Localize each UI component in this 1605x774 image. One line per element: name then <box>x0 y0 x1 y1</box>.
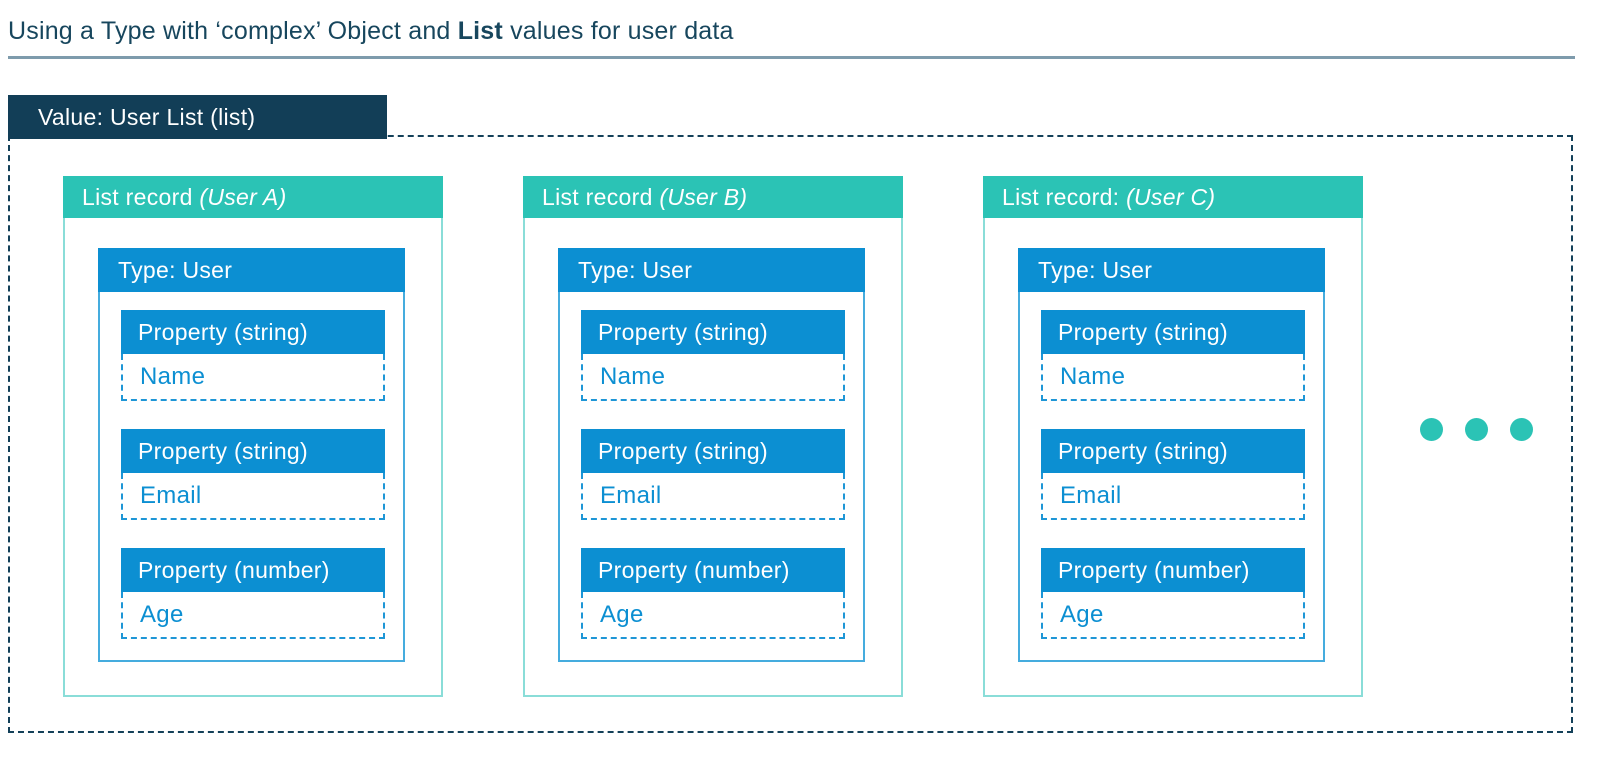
list-record-header-text: List record: <box>1002 183 1127 210</box>
type-body: Property (string) Name Property (string)… <box>1018 292 1325 662</box>
property-header: Property (string) <box>121 310 385 354</box>
type-box: Type: User Property (string) Name Proper… <box>98 248 405 662</box>
page-title-suffix: values for user data <box>502 17 734 45</box>
property-value: Age <box>1041 592 1305 639</box>
type-box: Type: User Property (string) Name Proper… <box>558 248 865 662</box>
property-group: Property (string) Name <box>581 310 845 401</box>
property-value: Email <box>581 473 845 520</box>
list-record-card-c: List record: (User C) Type: User Propert… <box>983 176 1363 697</box>
property-value: Name <box>121 354 385 401</box>
property-value-label: Email <box>140 481 202 509</box>
list-record-body: Type: User Property (string) Name Proper… <box>63 218 443 697</box>
property-value: Name <box>581 354 845 401</box>
list-record-body: Type: User Property (string) Name Proper… <box>523 218 903 697</box>
property-header-label: Property (number) <box>1058 556 1250 583</box>
ellipsis-dot <box>1420 418 1443 441</box>
list-record-card-b: List record (User B) Type: User Property… <box>523 176 903 697</box>
property-header-label: Property (string) <box>598 318 768 345</box>
property-group: Property (number) Age <box>1041 548 1305 639</box>
property-value: Email <box>121 473 385 520</box>
property-header: Property (string) <box>581 310 845 354</box>
list-record-header-annotation: (User C) <box>1126 183 1216 210</box>
property-value-label: Email <box>600 481 662 509</box>
list-record-card-a: List record (User A) Type: User Property… <box>63 176 443 697</box>
list-record-header-text: List record <box>542 183 660 210</box>
property-header-label: Property (string) <box>1058 318 1228 345</box>
type-header-label: Type: User <box>118 256 233 283</box>
property-group: Property (string) Email <box>121 429 385 520</box>
list-record-body: Type: User Property (string) Name Proper… <box>983 218 1363 697</box>
property-header: Property (string) <box>121 429 385 473</box>
list-record-header: List record: (User C) <box>983 176 1363 218</box>
user-list-container: List record (User A) Type: User Property… <box>8 135 1573 733</box>
property-value-label: Name <box>1060 362 1126 390</box>
property-header: Property (string) <box>1041 429 1305 473</box>
property-group: Property (number) Age <box>121 548 385 639</box>
ellipsis-dot <box>1510 418 1533 441</box>
property-group: Property (string) Email <box>581 429 845 520</box>
property-value: Age <box>121 592 385 639</box>
property-header: Property (string) <box>1041 310 1305 354</box>
page-title-prefix: Using a Type with ‘complex’ Object and <box>8 17 458 45</box>
property-header: Property (string) <box>581 429 845 473</box>
property-header-label: Property (string) <box>138 437 308 464</box>
property-value-label: Email <box>1060 481 1122 509</box>
property-header: Property (number) <box>121 548 385 592</box>
property-value-label: Age <box>1060 600 1104 628</box>
list-record-header-text: List record <box>82 183 200 210</box>
type-header-label: Type: User <box>1038 256 1153 283</box>
type-header: Type: User <box>558 248 865 292</box>
ellipsis-dot <box>1465 418 1488 441</box>
property-value-label: Age <box>140 600 184 628</box>
property-header-label: Property (string) <box>138 318 308 345</box>
property-value-label: Age <box>600 600 644 628</box>
property-value: Age <box>581 592 845 639</box>
property-group: Property (string) Name <box>1041 310 1305 401</box>
type-box: Type: User Property (string) Name Proper… <box>1018 248 1325 662</box>
property-value-label: Name <box>140 362 206 390</box>
property-header-label: Property (number) <box>138 556 330 583</box>
property-header: Property (number) <box>581 548 845 592</box>
list-record-header: List record (User B) <box>523 176 903 218</box>
list-record-header-annotation: (User A) <box>199 183 287 210</box>
property-group: Property (string) Name <box>121 310 385 401</box>
property-value: Name <box>1041 354 1305 401</box>
property-header: Property (number) <box>1041 548 1305 592</box>
value-list-tab: Value: User List (list) <box>8 95 387 139</box>
more-records-ellipsis <box>1420 418 1533 441</box>
type-header-label: Type: User <box>578 256 693 283</box>
property-header-label: Property (number) <box>598 556 790 583</box>
property-group: Property (string) Email <box>1041 429 1305 520</box>
list-record-header-annotation: (User B) <box>659 183 748 210</box>
type-body: Property (string) Name Property (string)… <box>98 292 405 662</box>
property-group: Property (number) Age <box>581 548 845 639</box>
property-header-label: Property (string) <box>1058 437 1228 464</box>
value-list-tab-label: Value: User List (list) <box>38 103 256 130</box>
page-title-bold-word: List <box>457 17 503 45</box>
page-title: Using a Type with ‘complex’ Object and L… <box>8 16 1575 59</box>
type-body: Property (string) Name Property (string)… <box>558 292 865 662</box>
property-value: Email <box>1041 473 1305 520</box>
property-value-label: Name <box>600 362 666 390</box>
type-header: Type: User <box>98 248 405 292</box>
property-header-label: Property (string) <box>598 437 768 464</box>
type-header: Type: User <box>1018 248 1325 292</box>
list-record-header: List record (User A) <box>63 176 443 218</box>
